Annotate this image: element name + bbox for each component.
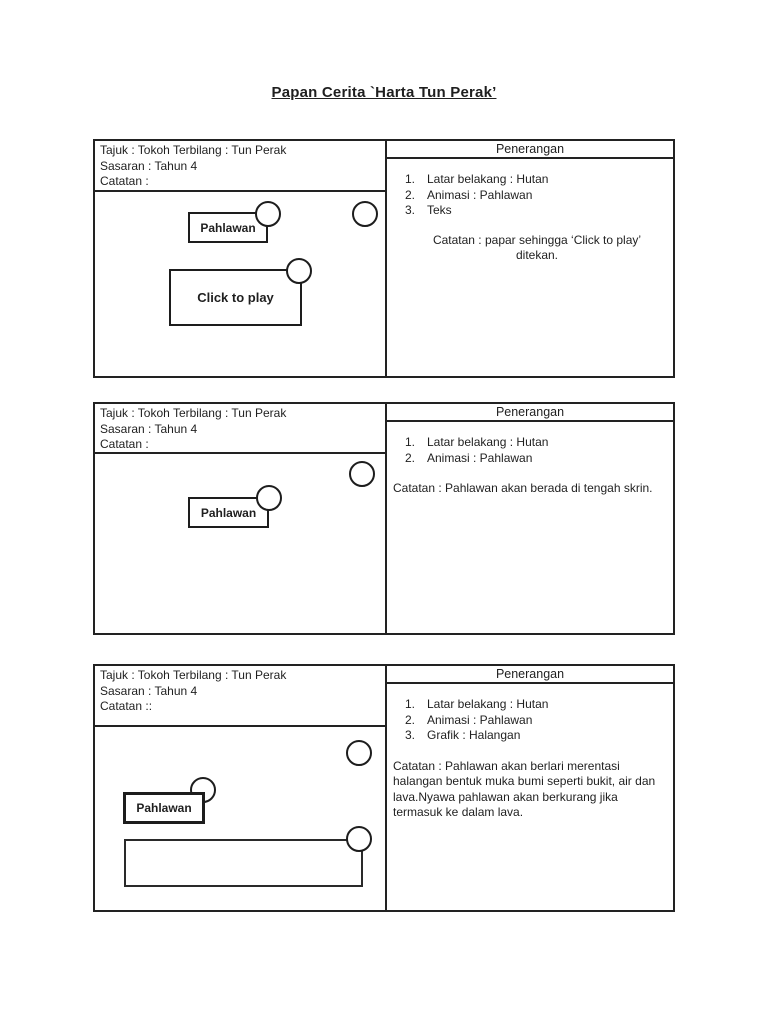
list-item: 3. Grafik : Halangan <box>405 728 669 744</box>
list-number: 2. <box>405 450 416 465</box>
catatan-line: Catatan : <box>100 174 149 188</box>
list-number: 1. <box>405 697 416 711</box>
panel2-sketch-canvas: Pahlawan <box>95 454 385 633</box>
tajuk-line: Tajuk : Tokoh Terbilang : Tun Perak <box>100 406 287 420</box>
sasaran-line: Sasaran : Tahun 4 <box>100 421 198 436</box>
tajuk-line: Tajuk : Tokoh Terbilang : Tun Perak <box>100 668 287 682</box>
pahlawan-label-box: Pahlawan <box>188 497 269 528</box>
panel1-right-column: Penerangan 1. Latar belakang : Hutan 2. … <box>387 141 673 376</box>
list-number: 3. <box>405 203 416 217</box>
panel3-penerangan-body: 1. Latar belakang : Hutan 2. Animasi : P… <box>387 684 673 910</box>
panel1-note: Catatan : papar sehingga ‘Click to play’… <box>432 232 642 263</box>
floating-circle <box>346 740 372 766</box>
panel1-left-column: Tajuk : Tokoh Terbilang : Tun Perak Sasa… <box>95 141 387 376</box>
panel2-header: Tajuk : Tokoh Terbilang : Tun Perak Sasa… <box>95 404 385 454</box>
list-number: 1. <box>405 435 416 449</box>
sasaran-line: Sasaran : Tahun 4 <box>100 158 198 173</box>
floating-circle <box>352 201 378 227</box>
list-item: 3. Teks <box>405 203 669 219</box>
list-text: Animasi : Pahlawan <box>427 450 533 465</box>
panel2-note: Catatan : Pahlawan akan berada di tengah… <box>393 481 653 495</box>
list-number: 3. <box>405 728 416 742</box>
list-text: Latar belakang : Hutan <box>427 172 549 186</box>
sasaran-line: Sasaran : Tahun 4 <box>100 683 198 698</box>
list-item: 1. Latar belakang : Hutan <box>405 697 669 713</box>
click-to-play-box: Click to play <box>169 269 302 326</box>
list-item: 1. Latar belakang : Hutan <box>405 172 669 188</box>
penerangan-header: Penerangan <box>387 141 673 159</box>
page-title: Papan Cerita `Harta Tun Perak’ <box>271 84 497 101</box>
list-number: 1. <box>405 172 416 186</box>
panel1-penerangan-body: 1. Latar belakang : Hutan 2. Animasi : P… <box>387 159 673 376</box>
corner-circle <box>255 201 281 227</box>
corner-circle <box>346 826 372 852</box>
corner-circle <box>286 258 312 284</box>
pahlawan-label: Pahlawan <box>200 220 256 235</box>
storyboard-panel-3: Tajuk : Tokoh Terbilang : Tun Perak Sasa… <box>93 664 675 912</box>
pahlawan-label-box: Pahlawan <box>188 212 268 243</box>
storyboard-panel-1: Tajuk : Tokoh Terbilang : Tun Perak Sasa… <box>93 139 675 378</box>
pahlawan-label: Pahlawan <box>200 505 257 520</box>
list-item: 2. Animasi : Pahlawan <box>405 713 669 729</box>
list-text: Animasi : Pahlawan <box>427 187 533 202</box>
list-text: Latar belakang : Hutan <box>427 697 549 711</box>
storyboard-panel-2: Tajuk : Tokoh Terbilang : Tun Perak Sasa… <box>93 402 675 635</box>
obstacle-rect <box>124 839 363 887</box>
tajuk-line: Tajuk : Tokoh Terbilang : Tun Perak <box>100 143 287 157</box>
catatan-line: Catatan :: <box>100 699 153 713</box>
list-item: 1. Latar belakang : Hutan <box>405 435 669 451</box>
list-text: Animasi : Pahlawan <box>427 712 533 727</box>
panel3-left-column: Tajuk : Tokoh Terbilang : Tun Perak Sasa… <box>95 666 387 910</box>
panel3-sketch-canvas: Pahlawan <box>95 727 385 910</box>
list-text: Latar belakang : Hutan <box>427 435 549 449</box>
penerangan-header: Penerangan <box>387 666 673 684</box>
floating-circle <box>349 461 375 487</box>
pahlawan-label-box: Pahlawan <box>123 792 205 824</box>
list-number: 2. <box>405 187 416 202</box>
panel3-header: Tajuk : Tokoh Terbilang : Tun Perak Sasa… <box>95 666 385 727</box>
penerangan-header: Penerangan <box>387 404 673 422</box>
list-item: 2. Animasi : Pahlawan <box>405 188 669 204</box>
panel1-header: Tajuk : Tokoh Terbilang : Tun Perak Sasa… <box>95 141 385 192</box>
catatan-line: Catatan : <box>100 437 149 451</box>
panel2-left-column: Tajuk : Tokoh Terbilang : Tun Perak Sasa… <box>95 404 387 633</box>
panel1-sketch-canvas: Pahlawan Click to play <box>95 192 385 376</box>
list-text: Teks <box>427 203 452 217</box>
list-item: 2. Animasi : Pahlawan <box>405 451 669 467</box>
panel2-right-column: Penerangan 1. Latar belakang : Hutan 2. … <box>387 404 673 633</box>
click-to-play-label: Click to play <box>197 290 274 305</box>
list-text: Grafik : Halangan <box>427 728 521 742</box>
list-number: 2. <box>405 712 416 727</box>
panel3-right-column: Penerangan 1. Latar belakang : Hutan 2. … <box>387 666 673 910</box>
panel3-note: Catatan : Pahlawan akan berlari merentas… <box>393 758 656 820</box>
pahlawan-label: Pahlawan <box>136 801 192 815</box>
panel2-penerangan-body: 1. Latar belakang : Hutan 2. Animasi : P… <box>387 422 673 633</box>
corner-circle <box>256 485 282 511</box>
